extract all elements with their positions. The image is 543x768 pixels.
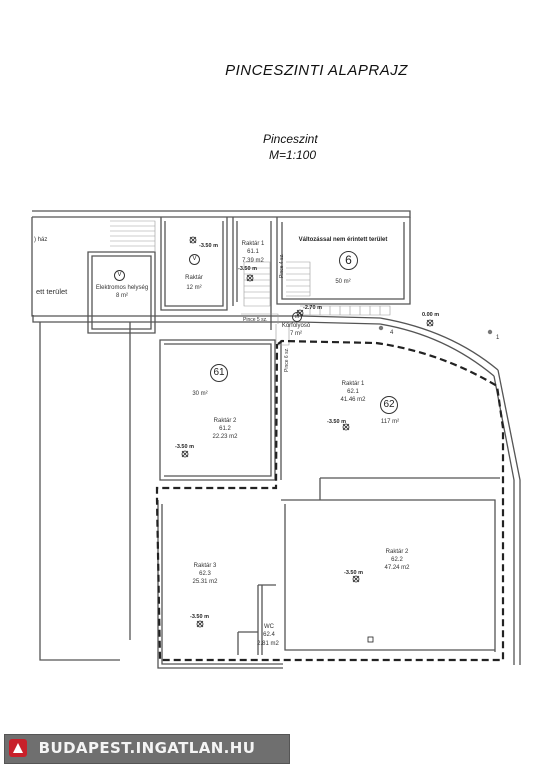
brand-banner: BUDAPEST.INGATLAN.HU [4,734,290,764]
room-code-raktar3-623: 62.3 [199,571,211,577]
room-name-raktar: Raktár [185,275,203,281]
brand-logo-icon [9,739,27,757]
brand-name: BUDAPEST.INGATLAN.HU [38,739,256,757]
room-code-raktar2-612: 61.2 [219,426,231,432]
room-area-raktar3-623: 25.31 m2 [192,579,218,585]
room-area-korfolyoso: 7 m² [290,331,302,337]
room-name-valtozas: Változással nem érintett terület [298,237,388,243]
room-area-raktar: 12 m² [186,285,202,291]
elevation-label: -2.70 m [303,305,322,311]
scale-label: M=1:100 [269,148,317,162]
room-code-raktar1-621: 62.1 [347,389,359,395]
elevation-markers [181,236,434,643]
room-area-raktar1-621: 41.46 m2 [340,397,366,403]
room-name-raktar1-611: Raktár 1 [241,241,265,247]
elevation-label: -3.50 m [190,614,209,620]
elevation-label: -3.50 m [175,444,194,450]
label-pince5: Pince 5 sz. [243,317,268,323]
unit-6-area: 50 m² [335,279,351,285]
elevation-label: -3.50 m [238,266,257,272]
page-title: PINCESZINTI ALAPRAJZ [225,62,408,79]
label-pince4: Pince 4 sz. [279,253,285,278]
room-name-elektromos: Elektromos helység [95,285,149,291]
room-area-elektromos: 8 m² [116,293,128,299]
room-mark-korfolyoso: III [292,312,302,322]
room-label-haz: ) ház [34,237,48,243]
survey-points [378,325,493,335]
unit-6-mark: 6 [339,251,358,270]
room-name-raktar2-622: Raktár 2 [385,549,409,555]
unit-62-mark: 62 [380,396,398,414]
room-name-raktar3-623: Raktár 3 [193,563,217,569]
unit-62-area: 117 m² [380,419,400,425]
unit-61-mark: 61 [210,364,228,382]
room-code-raktar1-611: 61.1 [247,249,259,255]
plan-subtitle: Pinceszint M=1:100 [255,131,318,163]
room-mark-elektromos: V [114,270,125,281]
room-area-raktar2-612: 22.23 m2 [212,434,238,440]
point-label-1: 1 [496,335,500,341]
elevation-label: -3.50 m [199,243,218,249]
room-area-raktar2-622: 47.24 m2 [384,565,410,571]
room-name-wc: WC [264,624,274,630]
unit-62-boundary [155,339,505,662]
point-label-4: 4 [390,330,394,336]
room-name-korfolyoso: Körfolyosó [281,323,311,329]
room-code-wc: 62.4 [263,632,275,638]
room-area-raktar1-611: 7.39 m2 [242,258,264,264]
room-name-raktar2-612: Raktár 2 [213,418,237,424]
label-pince6: Pince 6 sz. [284,347,290,372]
room-area-wc: 2.81 m2 [257,641,279,647]
elevation-label: -3.50 m [327,419,346,425]
room-mark-raktar: V [189,254,200,265]
walls [31,210,521,669]
stairs [110,220,391,346]
room-name-raktar1-621: Raktár 1 [341,381,365,387]
level-name: Pinceszint [263,132,318,146]
room-code-raktar2-622: 62.2 [391,557,403,563]
elevation-label: -3.50 m [344,570,363,576]
unit-61-area: 30 m² [192,391,208,397]
elevation-label: 0.00 m [422,312,440,318]
room-label-terulet: ett terület [36,287,68,296]
